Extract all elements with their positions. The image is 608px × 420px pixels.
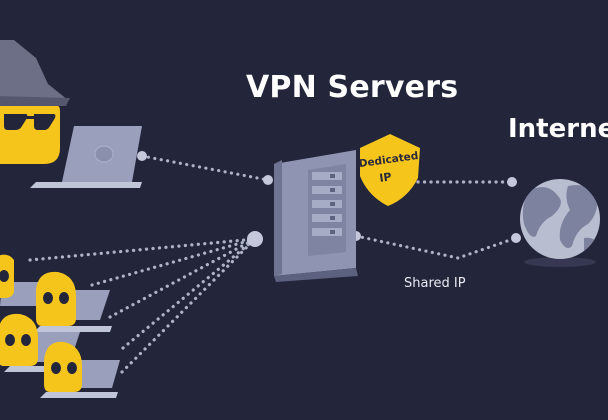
connection-user2-to-server <box>90 237 257 287</box>
globe-icon <box>520 179 600 267</box>
endpoint-dot <box>263 175 273 185</box>
connection-user1-to-server <box>28 237 257 262</box>
laptop-icon <box>30 126 142 188</box>
connection-lines <box>28 154 518 374</box>
internet-label: Interne <box>508 114 608 144</box>
user-ghost-icon <box>40 341 120 398</box>
connection-shared-to-internet <box>354 234 518 260</box>
endpoint-dot <box>507 177 517 187</box>
server-icon <box>274 150 358 282</box>
connection-user5-to-server <box>120 237 257 374</box>
connection-user4-to-server <box>121 237 257 350</box>
shared-ip-label: Shared IP <box>404 276 466 291</box>
dedicated-ip-line2: IP <box>379 170 393 185</box>
endpoint-dot <box>137 151 147 161</box>
endpoint-dot <box>247 231 263 247</box>
spy-hacker-icon <box>0 40 70 164</box>
endpoint-dot <box>511 233 521 243</box>
connection-user3-to-server <box>108 237 257 319</box>
page-title: VPN Servers <box>246 70 459 105</box>
shield-badge-icon: Dedicated IP <box>358 134 420 206</box>
user-group <box>0 254 120 398</box>
connection-spy-to-server <box>140 154 270 182</box>
user-ghost-icon <box>34 271 112 332</box>
